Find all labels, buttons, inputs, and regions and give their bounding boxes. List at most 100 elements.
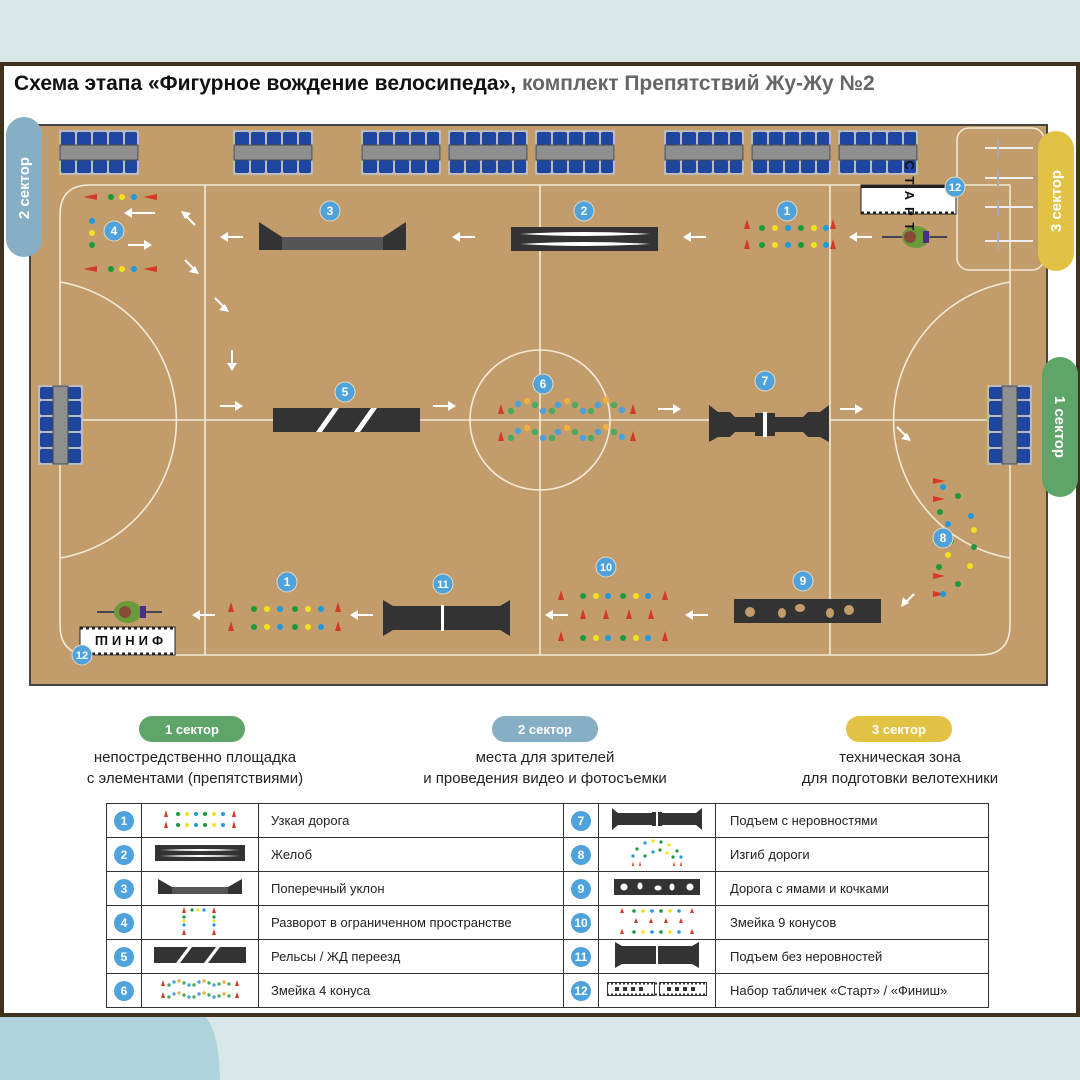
svg-text:1: 1 (784, 204, 791, 218)
obstacle-rail-crossing (273, 408, 420, 432)
legend-label: Поперечный уклон (258, 871, 564, 906)
marker-1: 1 (776, 200, 798, 222)
legend-number: 1 (106, 803, 142, 838)
rail-crossing-icon (141, 939, 259, 974)
finish-sign: ФИНИШ (79, 626, 176, 656)
sector-2-desc-line2: и проведения видео и фотосъемки (423, 770, 667, 787)
marker-3: 3 (319, 200, 341, 222)
legend-row: 1 Узкая дорога 7 Подъем с неровностями (106, 803, 989, 838)
obstacle-narrow-road-bottom (228, 602, 341, 631)
svg-text:10: 10 (600, 562, 612, 574)
legend-number-badge: 7 (571, 810, 591, 831)
parked-bikes (985, 140, 1033, 250)
narrow-road-icon (141, 803, 259, 838)
legend-number: 4 (106, 905, 142, 940)
obstacle-smooth-ramp (383, 600, 510, 636)
field-diagram: СТАРТ ФИНИШ 1 2 3 4 5 6 7 8 9 10 11 1 12… (6, 117, 1078, 686)
obstacle-potholes-road (734, 599, 881, 623)
obstacle-u-turn (83, 194, 157, 272)
legend-number-badge: 8 (571, 844, 591, 865)
svg-text:1: 1 (284, 575, 291, 589)
svg-text:6: 6 (540, 377, 547, 391)
cyclist-icon-bottom (97, 601, 162, 623)
marker-6: 6 (532, 373, 554, 395)
sector-tab-2: 2 сектор (6, 117, 42, 257)
sector-2-desc-line1: места для зрителей (475, 749, 615, 766)
legend-number: 3 (106, 871, 142, 906)
legend-number-badge: 1 (114, 810, 134, 831)
sector-1-pill: 1 сектор (139, 716, 245, 742)
legend-number: 11 (563, 939, 599, 974)
legend-label: Рельсы / ЖД переезд (258, 939, 564, 974)
svg-text:2: 2 (581, 204, 588, 218)
start-finish-signs-icon (598, 973, 716, 1008)
obstacle-bumpy-ramp (709, 405, 829, 442)
markers: 1 2 3 4 5 6 7 8 9 10 11 1 12 12 (71, 176, 966, 666)
bumpy-ramp-icon (598, 803, 716, 838)
cyclist-icon (882, 226, 947, 248)
obstacle-chute (511, 227, 658, 251)
obstacle-snake-4 (498, 396, 636, 442)
legend-number: 9 (563, 871, 599, 906)
sector-3-pill: 3 сектор (846, 716, 952, 742)
potholes-road-icon (598, 871, 716, 906)
legend-number-badge: 9 (571, 878, 591, 899)
svg-text:11: 11 (437, 579, 449, 591)
legend-number-badge: 11 (571, 946, 591, 967)
legend-number: 5 (106, 939, 142, 974)
legend-row: 2 Желоб 8 Изгиб дороги (106, 837, 989, 872)
u-turn-icon (141, 905, 259, 940)
start-sign-text: СТАРТ (902, 160, 917, 237)
legend-label: Дорога с ямами и кочками (715, 871, 989, 906)
legend-row: 3 Поперечный уклон 9 Дорога с ямами и кочка… (106, 871, 989, 906)
legend-number-badge: 10 (571, 912, 591, 933)
legend-label: Изгиб дороги (715, 837, 989, 872)
smooth-ramp-icon (598, 939, 716, 974)
legend-number: 2 (106, 837, 142, 872)
obstacle-road-bend (933, 478, 977, 597)
sector-3-desc: техническая зона для подготовки велотехн… (770, 747, 1030, 789)
decorative-blob (0, 1015, 220, 1080)
sector-3-desc-line1: техническая зона (839, 749, 961, 766)
marker-12-bottom: 12 (71, 644, 93, 666)
legend-label: Желоб (258, 837, 564, 872)
svg-text:9: 9 (800, 574, 807, 588)
marker-10: 10 (595, 556, 617, 578)
legend-label: Подъем с неровностями (715, 803, 989, 838)
legend-table: 1 Узкая дорога 7 Подъем с неровностями 2 Жело… (106, 803, 989, 1008)
legend-number: 12 (563, 973, 599, 1008)
svg-text:8: 8 (940, 531, 947, 545)
legend-label: Змейка 4 конуса (258, 973, 564, 1008)
cross-slope-icon (141, 871, 259, 906)
chute-icon (141, 837, 259, 872)
legend-label: Змейка 9 конусов (715, 905, 989, 940)
legend-number-badge: 3 (114, 878, 134, 899)
legend-number-badge: 6 (114, 980, 134, 1001)
svg-text:5: 5 (342, 385, 349, 399)
marker-8: 8 (932, 527, 954, 549)
legend-label: Узкая дорога (258, 803, 564, 838)
legend-number: 8 (563, 837, 599, 872)
marker-1b: 1 (276, 571, 298, 593)
snake-4-icon (141, 973, 259, 1008)
title-sub: комплект Препятствий Жу-Жу №2 (521, 72, 875, 95)
legend-row: 4 Разворот в ограниченном пространстве 10 З… (106, 905, 989, 940)
svg-text:2 сектор: 2 сектор (16, 157, 33, 219)
sector-1-desc-line1: непостредственно площадка (93, 749, 297, 766)
route-arrows (124, 208, 915, 620)
court-lines (59, 184, 1011, 656)
sector-1-desc: непостредственно площадка с элементами (… (60, 747, 330, 789)
marker-5: 5 (334, 381, 356, 403)
marker-9: 9 (792, 570, 814, 592)
sector-2-desc: места для зрителей и проведения видео и … (400, 747, 690, 789)
legend-number-badge: 4 (114, 912, 134, 933)
title-main: Схема этапа «Фигурное вождение велосипед… (14, 72, 517, 95)
legend-number: 6 (106, 973, 142, 1008)
start-sign: СТАРТ (860, 160, 957, 238)
legend-number-badge: 5 (114, 946, 134, 967)
legend-label: Разворот в ограниченном пространстве (258, 905, 564, 940)
svg-text:4: 4 (111, 224, 118, 238)
obstacle-narrow-road-top (744, 219, 836, 249)
